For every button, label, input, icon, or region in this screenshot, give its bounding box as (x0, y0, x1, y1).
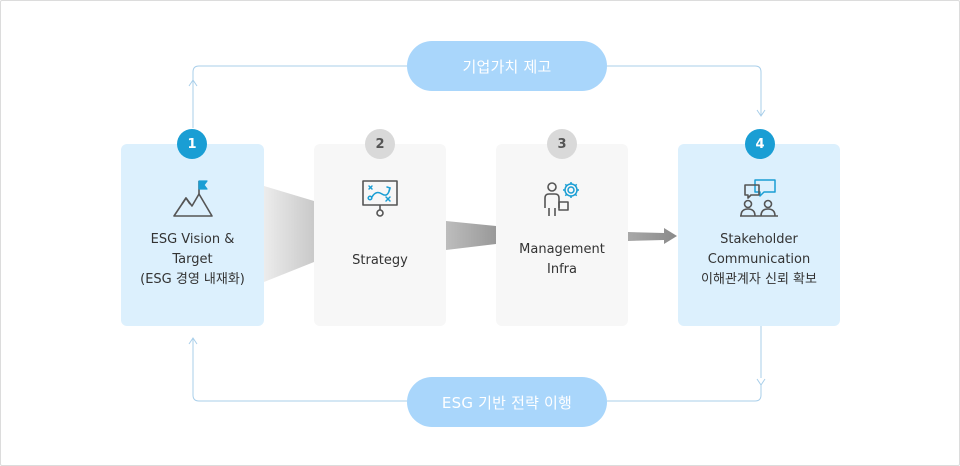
loop-line-top-left (192, 65, 407, 128)
bottom-pill-label: ESG 기반 전략 이행 (441, 393, 573, 412)
top-pill-label: 기업가치 제고 (462, 57, 552, 76)
strategy-board-icon (362, 180, 398, 217)
arrowhead-top-right (756, 109, 766, 117)
step-badge-3: 3 (547, 129, 577, 159)
arrowhead-bottom-left (188, 337, 198, 345)
loop-line-bottom-right-h (607, 384, 762, 402)
arrowhead-bottom-right (756, 378, 766, 386)
connector-1-2 (264, 186, 314, 282)
discussion-icon (740, 179, 778, 217)
step-1-label: ESG Vision & Target (ESG 경영 내재화) (140, 232, 245, 287)
step-box-4: Stakeholder Communication 이해관계자 신뢰 확보 (678, 144, 840, 326)
step-box-3: Management Infra (496, 144, 628, 326)
step-badge-2: 2 (365, 129, 395, 159)
loop-line-bottom-left (192, 338, 407, 402)
step-3-label: Management Infra (519, 242, 605, 277)
connector-2-3 (446, 221, 496, 250)
step-2-label: Strategy (352, 253, 408, 268)
arrowhead-top-left (188, 79, 198, 87)
bottom-pill: ESG 기반 전략 이행 (407, 377, 607, 427)
top-pill: 기업가치 제고 (407, 41, 607, 91)
step-box-1: ESG Vision & Target (ESG 경영 내재화) (121, 144, 264, 326)
manager-gear-icon (544, 182, 579, 216)
step-4-label: Stakeholder Communication 이해관계자 신뢰 확보 (701, 232, 817, 287)
loop-line-top-right (607, 65, 762, 116)
step-badge-4: 4 (745, 129, 775, 159)
step-badge-1: 1 (177, 129, 207, 159)
connector-3-4 (628, 228, 677, 244)
step-box-2: Strategy (314, 144, 446, 326)
mountain-flag-icon (172, 180, 213, 217)
